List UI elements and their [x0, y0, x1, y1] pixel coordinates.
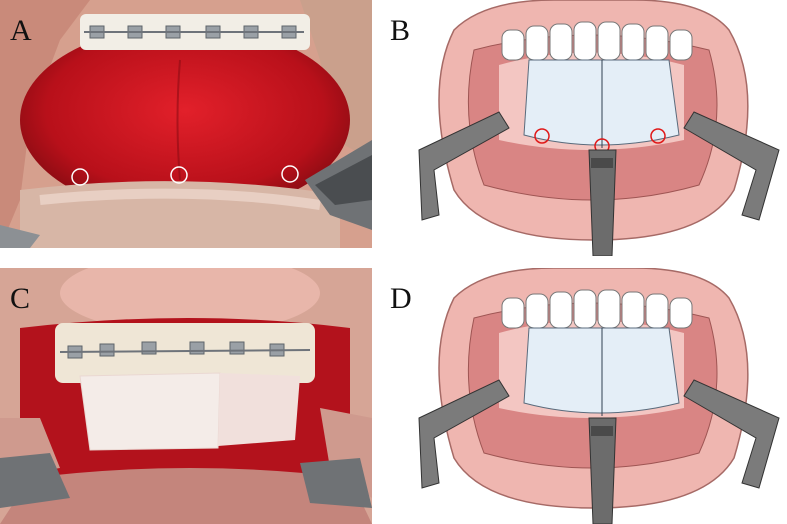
panel-a: A [0, 0, 372, 248]
retractor-right [683, 111, 780, 221]
panel-c-photo [0, 268, 372, 524]
retractor-left [418, 379, 510, 489]
panel-c: C [0, 268, 372, 524]
teeth-with-braces [55, 323, 315, 383]
panel-label-d: D [390, 282, 412, 315]
panel-d-illustration [418, 268, 780, 524]
panel-d: D [384, 268, 787, 524]
retractor-right [683, 379, 780, 489]
upper-teeth [501, 21, 693, 61]
marker-circle-left [71, 168, 89, 186]
retractor-right [305, 140, 372, 230]
retractor-center [588, 149, 617, 256]
panel-label-b: B [390, 14, 411, 47]
panel-b-illustration [418, 0, 780, 256]
retractor-right [300, 458, 372, 508]
upper-teeth [501, 289, 693, 329]
panel-b: B [384, 0, 787, 256]
marker-circle-left [534, 128, 550, 144]
panel-label-c: C [10, 282, 31, 315]
retractor-left [418, 111, 510, 221]
panel-a-photo [0, 0, 372, 248]
graft-membrane [79, 372, 221, 451]
site-markers [71, 165, 299, 186]
marker-circle-right [650, 128, 666, 144]
retractor-left [0, 453, 70, 508]
marker-circle-right [281, 165, 299, 183]
marker-circle-center [170, 166, 188, 184]
teeth-with-braces [80, 14, 310, 50]
panel-label-a: A [10, 14, 32, 47]
retractor-center [588, 417, 617, 524]
